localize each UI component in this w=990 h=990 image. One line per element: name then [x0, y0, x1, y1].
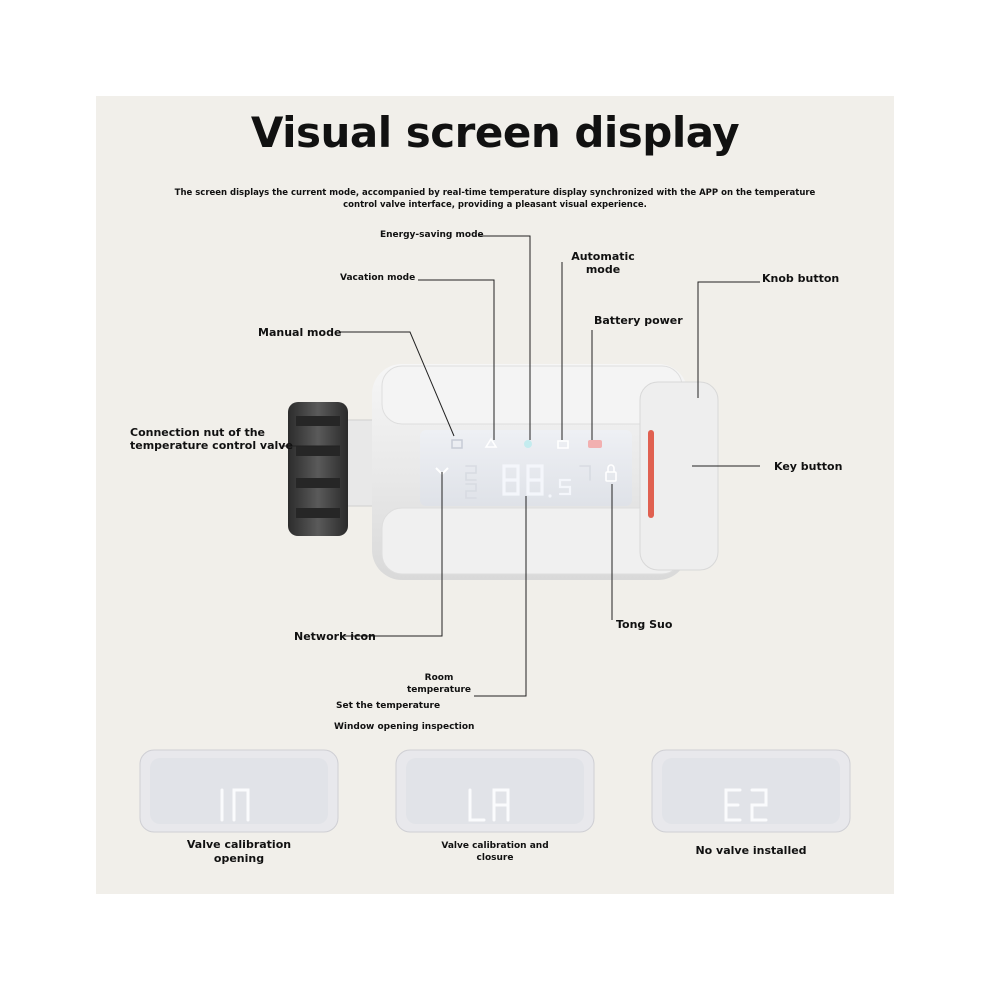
- page-subtitle: The screen displays the current mode, ac…: [174, 188, 816, 210]
- label-key-button: Key button: [774, 460, 843, 473]
- label-energy-saving: Energy-saving mode: [380, 230, 484, 240]
- card-caption-1: Valve calibration opening: [186, 838, 292, 865]
- label-vacation: Vacation mode: [340, 273, 416, 283]
- label-network-icon: Network icon: [294, 630, 376, 643]
- label-knob-button: Knob button: [762, 272, 840, 285]
- label-window-opening: Window opening inspection: [334, 722, 475, 732]
- card-caption-2: Valve calibration and closure: [441, 841, 549, 863]
- label-automatic: Automatic mode: [571, 250, 635, 276]
- page-title: Visual screen display: [250, 108, 740, 157]
- background-panel: [96, 96, 894, 894]
- label-connection-nut: Connection nut of the temperature contro…: [130, 426, 293, 452]
- card-caption-3: No valve installed: [695, 844, 807, 857]
- label-battery: Battery power: [594, 314, 683, 327]
- label-tong-suo: Tong Suo: [616, 618, 673, 631]
- label-manual: Manual mode: [258, 326, 342, 339]
- label-set-temperature: Set the temperature: [336, 701, 441, 711]
- label-room-temperature: Room temperature: [406, 673, 472, 695]
